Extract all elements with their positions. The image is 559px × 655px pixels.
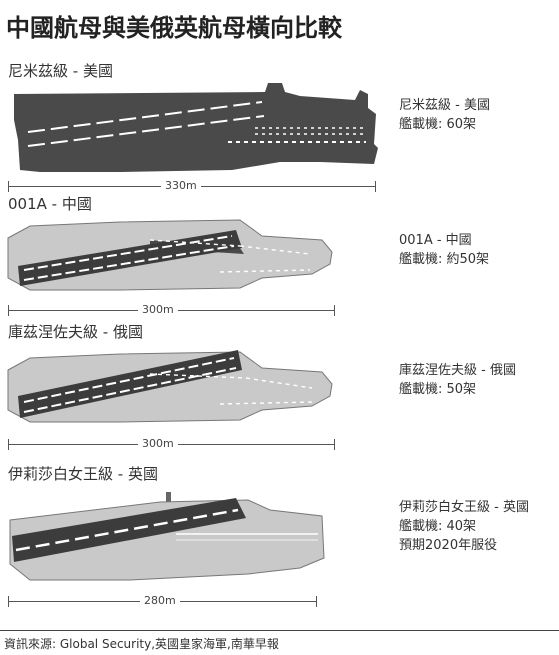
ship-label-queen-elizabeth: 伊莉莎白女王級 - 英國: [8, 465, 158, 483]
footer-divider: [0, 630, 559, 631]
info-001a: 001A - 中國 艦載機: 約50架: [399, 231, 489, 269]
dimension-nimitz: 330m: [0, 179, 380, 194]
type-001a-carrier-illustration: [7, 219, 333, 291]
length-label-001a: 300m: [138, 303, 178, 316]
info-kuznetsov: 庫茲涅佐夫級 - 俄國 艦載機: 50架: [399, 361, 516, 399]
ship-label-kuznetsov: 庫茲涅佐夫級 - 俄國: [8, 323, 143, 341]
dimension-kuznetsov: 300m: [0, 437, 340, 452]
ship-label-nimitz: 尼米茲級 - 美國: [8, 62, 113, 80]
queen-elizabeth-carrier-illustration: [9, 492, 325, 581]
length-label-queen-elizabeth: 280m: [140, 594, 180, 607]
kuznetsov-carrier-illustration: [7, 350, 333, 423]
length-label-nimitz: 330m: [161, 179, 201, 192]
info-aircraft-queen-elizabeth: 艦載機: 40架: [399, 519, 477, 534]
page-title: 中國航母與美俄英航母橫向比較: [6, 14, 342, 42]
info-extra-queen-elizabeth: 預期2020年服役: [399, 538, 498, 553]
source-credit: 資訊來源: Global Security,英國皇家海軍,南華早報: [4, 637, 279, 651]
dimension-001a: 300m: [0, 303, 340, 318]
info-name-queen-elizabeth: 伊莉莎白女王級 - 英國: [399, 500, 529, 515]
nimitz-carrier-illustration: [14, 83, 378, 172]
ship-label-001a: 001A - 中國: [8, 195, 92, 213]
info-name-001a: 001A - 中國: [399, 233, 472, 248]
info-name-nimitz: 尼米茲級 - 美國: [399, 98, 490, 113]
length-label-kuznetsov: 300m: [138, 437, 178, 450]
info-aircraft-nimitz: 艦載機: 60架: [399, 117, 477, 132]
info-aircraft-kuznetsov: 艦載機: 50架: [399, 382, 477, 397]
info-queen-elizabeth: 伊莉莎白女王級 - 英國 艦載機: 40架 預期2020年服役: [399, 498, 529, 555]
info-aircraft-001a: 艦載機: 約50架: [399, 252, 490, 267]
info-name-kuznetsov: 庫茲涅佐夫級 - 俄國: [399, 363, 516, 378]
info-nimitz: 尼米茲級 - 美國 艦載機: 60架: [399, 96, 490, 134]
dimension-queen-elizabeth: 280m: [0, 594, 330, 609]
